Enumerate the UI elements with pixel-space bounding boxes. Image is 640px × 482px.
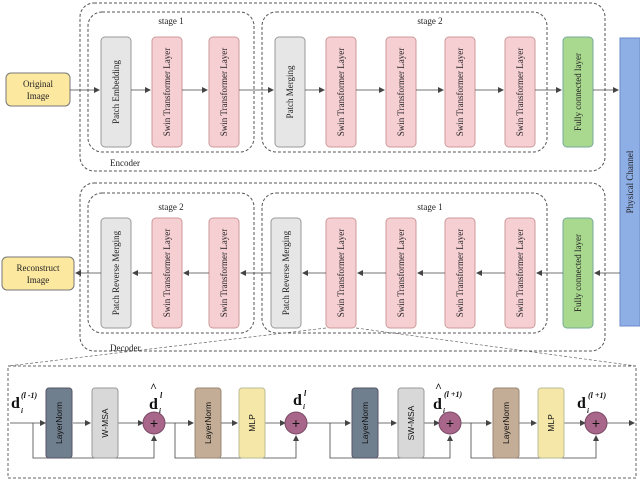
dec-patch-reverse-merging-1-label: Patch Reverse Merging [281, 230, 291, 315]
plus-circle-1 [142, 411, 166, 435]
detail-mlp-1-label: MLP [247, 414, 257, 432]
svg-text:d: d [293, 392, 302, 409]
enc-s1-swin-1-label: Swin Transformer Layer [162, 48, 172, 137]
plus-circle-2 [284, 411, 308, 435]
svg-text:i: i [21, 407, 23, 415]
encoder-stage2 [261, 11, 548, 153]
enc-s1-swin-2-label: Swin Transformer Layer [219, 48, 229, 137]
reconstruct-image-box [1, 256, 75, 291]
decoder-stage2-title: stage 2 [158, 202, 183, 212]
enc-patch-embedding [100, 36, 132, 148]
detail-layernorm-4 [492, 387, 520, 459]
dec-fully-connected-label: Fully connected layer [573, 234, 583, 312]
svg-text:(l +1): (l +1) [588, 391, 606, 400]
symbol-d-next: d i (l +1) [577, 391, 606, 415]
plus-circle-3-label: + [446, 415, 454, 431]
dec-s1-swin-2-label: Swin Transformer Layer [396, 229, 406, 318]
detail-w-msa [91, 387, 119, 459]
enc-s1-swin-2 [208, 36, 240, 148]
svg-text:i: i [443, 407, 445, 415]
dec-s2-swin-1-label: Swin Transformer Layer [162, 229, 172, 318]
detail-layernorm-3 [351, 387, 379, 459]
plus-circle-4-label: + [592, 415, 600, 431]
dec-s1-swin-3-label: Swin Transformer Layer [455, 229, 465, 318]
symbol-d-hat-next: ^ d i (l +1) [433, 380, 462, 415]
enc-patch-merging-label: Patch Merging [285, 65, 295, 119]
svg-text:d: d [149, 396, 158, 413]
enc-s2-swin-3-label: Swin Transformer Layer [455, 48, 465, 137]
encoder-stage1 [87, 11, 255, 153]
original-image-box [5, 72, 71, 107]
decoder-label: Decoder [110, 343, 140, 353]
detail-mlp-2-label: MLP [546, 414, 556, 432]
symbol-d-hat-l: ^ d i l [149, 380, 163, 415]
detail-layernorm-2-label: LayerNorm [203, 402, 213, 444]
detail-layernorm-1 [45, 387, 73, 459]
enc-patch-merging [274, 36, 306, 148]
dec-patch-reverse-merging-2-label: Patch Reverse Merging [111, 230, 121, 315]
encoder-stage2-title: stage 2 [417, 16, 442, 26]
svg-text:d: d [433, 396, 442, 413]
detail-layernorm-3-label: LayerNorm [360, 402, 370, 444]
enc-fully-connected-label: Fully connected layer [573, 53, 583, 131]
physical-channel [619, 37, 640, 327]
enc-s2-swin-1 [325, 36, 357, 148]
reconstruct-image-label-2: Image [27, 275, 50, 285]
svg-text:(l +1): (l +1) [444, 390, 462, 399]
enc-fully-connected [562, 36, 594, 148]
enc-s2-swin-3 [444, 36, 476, 148]
svg-text:i: i [587, 407, 589, 415]
svg-text:l: l [160, 391, 163, 400]
symbol-d-l: d i l [293, 389, 307, 411]
dec-s2-swin-2-label: Swin Transformer Layer [219, 229, 229, 318]
dec-s1-swin-1-label: Swin Transformer Layer [336, 229, 346, 318]
physical-channel-label: Physical Channel [625, 150, 635, 213]
enc-s2-swin-4 [504, 36, 536, 148]
detail-layernorm-1-label: LayerNorm [54, 402, 64, 444]
plus-circle-1-label: + [150, 415, 158, 431]
detail-mlp-1 [238, 387, 266, 459]
detail-sw-msa-label: SW-MSA [406, 405, 416, 440]
svg-text:i: i [159, 407, 161, 415]
zoom-lines [7, 327, 637, 367]
detail-layernorm-2 [194, 387, 222, 459]
reconstruct-image-label-1: Reconstruct [17, 263, 60, 273]
enc-s2-swin-1-label: Swin Transformer Layer [336, 48, 346, 137]
plus-circle-3 [438, 411, 462, 435]
decoder-stage2 [87, 192, 255, 334]
svg-text:d: d [577, 395, 586, 412]
original-image-label-1: Original [23, 79, 53, 89]
svg-text:^: ^ [150, 380, 157, 394]
detail-w-msa-label: W-MSA [100, 408, 110, 437]
svg-text:i: i [303, 403, 305, 411]
enc-s1-swin-1 [151, 36, 183, 148]
original-image-label-2: Image [27, 91, 50, 101]
svg-text:l: l [304, 389, 307, 398]
plus-circle-4 [584, 411, 608, 435]
svg-text:(l -1): (l -1) [21, 391, 38, 400]
detail-mlp-2 [537, 387, 565, 459]
dec-s1-swin-4-label: Swin Transformer Layer [515, 229, 525, 318]
detail-layernorm-4-label: LayerNorm [501, 402, 511, 444]
enc-patch-embedding-label: Patch Embedding [111, 60, 121, 124]
symbol-d-prev: d i (l -1) [11, 391, 38, 415]
encoder-label: Encoder [110, 158, 140, 168]
enc-s2-swin-2 [385, 36, 417, 148]
plus-circle-2-label: + [292, 415, 300, 431]
enc-s2-swin-4-label: Swin Transformer Layer [515, 48, 525, 137]
encoder-stage1-title: stage 1 [158, 16, 183, 26]
enc-s2-swin-2-label: Swin Transformer Layer [396, 48, 406, 137]
decoder-stage1-title: stage 1 [417, 202, 442, 212]
detail-sw-msa [397, 387, 425, 459]
svg-text:d: d [11, 395, 20, 412]
svg-text:^: ^ [435, 380, 442, 394]
decoder-stage1 [261, 192, 548, 334]
